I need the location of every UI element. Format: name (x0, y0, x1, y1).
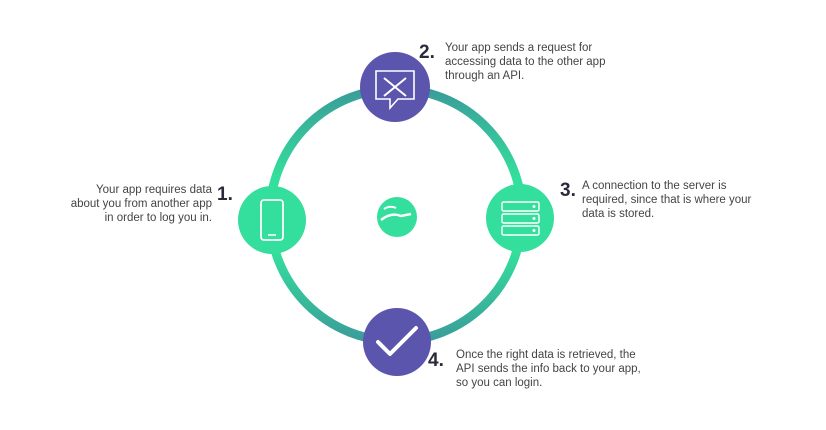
center-handshake-icon (377, 197, 417, 237)
step-3-number: 3. (560, 180, 576, 201)
step-1-text: Your app requires data about you from an… (70, 184, 212, 224)
step-2-text: Your app sends a request for accessing d… (445, 42, 606, 82)
step-2-number: 2. (419, 42, 435, 63)
step-4-number: 4. (428, 350, 444, 371)
step-2-tools-chat-icon (360, 52, 430, 122)
step-3-text: A connection to the server is required, … (582, 180, 752, 220)
step-4-text: Once the right data is retrieved, the AP… (456, 349, 641, 389)
step-1-number: 1. (217, 184, 233, 205)
step-1-smartphone-icon (238, 186, 306, 254)
step-3-server-icon (486, 184, 554, 252)
step-4-checkmark-icon (363, 308, 431, 376)
